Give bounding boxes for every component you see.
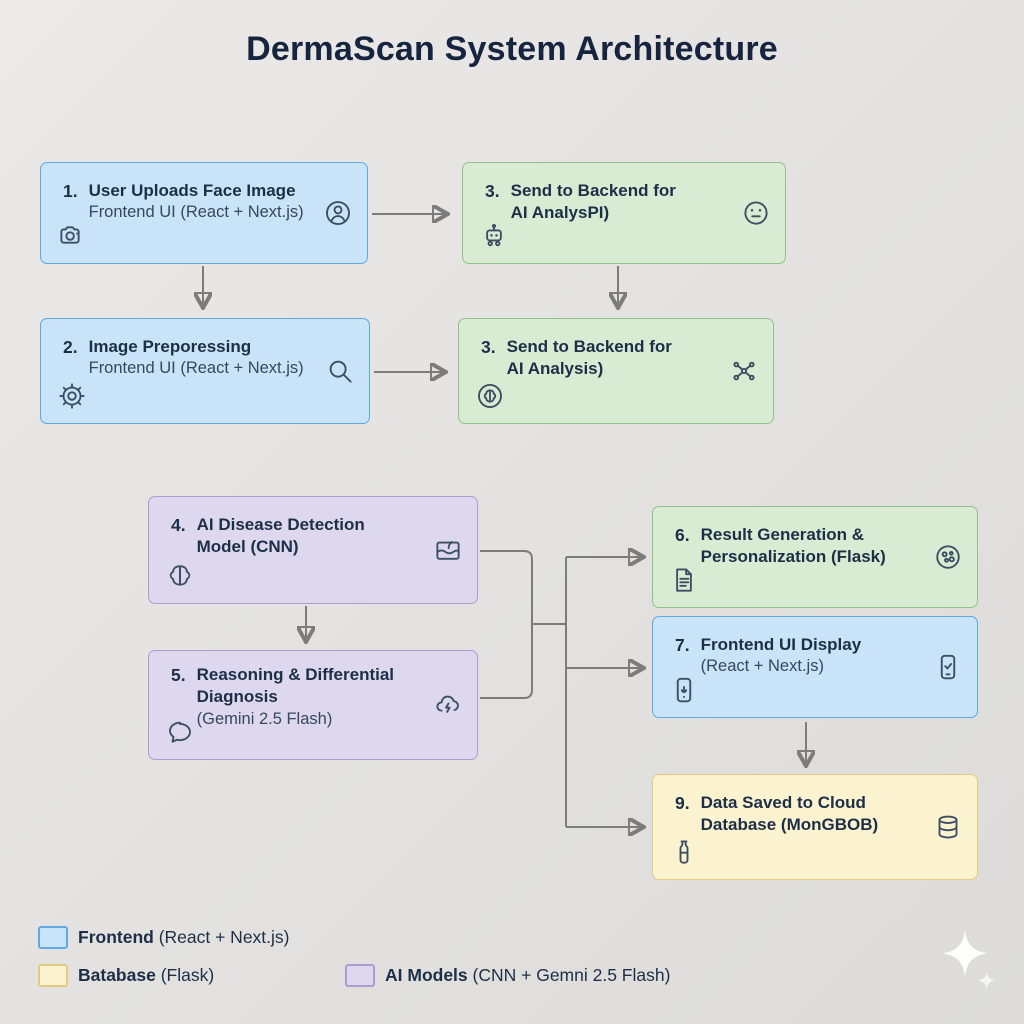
node-ai-disease-detection: 4. AI Disease Detection Model (CNN) [148,496,478,604]
node-title: AI Disease Detection [196,515,365,534]
legend-label-database: Batabase (Flask) [78,965,214,986]
node-number: 5. [171,665,186,685]
node-title: Data Saved to Cloud [700,793,866,812]
legend-swatch-database [38,964,68,987]
node-reasoning-diagnosis: 5. Reasoning & Differential Diagnosis (G… [148,650,478,760]
document-icon [669,565,699,595]
legend-database-rest: (Flask) [155,965,215,985]
legend-swatch-frontend [38,926,68,949]
node-result-generation: 6. Result Generation & Personalization (… [652,506,978,608]
bottle-icon [669,837,699,867]
skin-icon [433,535,463,565]
node-title-2: Diagnosis [196,687,278,707]
node-number: 3. [485,181,500,201]
brain-head-icon [475,381,505,411]
magnifier-icon [325,356,355,386]
node-user-uploads: 1. User Uploads Face Image Frontend UI (… [40,162,368,264]
node-title: Reasoning & Differential [196,665,395,684]
legend-ai-bold: AI Models [385,965,468,985]
node-title: Result Generation & [700,525,865,544]
chat-icon [165,717,195,747]
node-send-backend-a: 3. Send to Backend for AI AnalysPI) [462,162,786,264]
node-number: 4. [171,515,186,535]
node-subtitle: (React + Next.js) [700,657,824,676]
node-frontend-display: 7. Frontend UI Display (React + Next.js) [652,616,978,718]
database-icon [933,812,963,842]
node-number: 6. [675,525,690,545]
legend-database-bold: Batabase [78,965,156,985]
node-subtitle: Frontend UI (React + Next.js) [88,203,304,222]
legend-label-ai-models: AI Models (CNN + Gemni 2.5 Flash) [385,965,670,986]
phone-mic-icon [669,675,699,705]
node-number: 2. [63,337,78,357]
robot-icon [479,221,509,251]
camera-icon [57,221,87,251]
node-title-2: AI AnalysPI) [510,203,610,223]
node-send-backend-b: 3. Send to Backend for AI Analysis) [458,318,774,424]
legend-frontend-bold: Frontend [78,927,154,947]
legend-frontend-rest: (React + Next.js) [153,927,290,947]
cloud-bolt-icon [433,690,463,720]
legend-label-frontend: Frontend (React + Next.js) [78,927,290,948]
node-title-2: Database (MonGBOB) [700,815,879,835]
node-number: 9. [675,793,690,813]
node-title-2: AI Analysis) [506,359,604,379]
node-title: Send to Backend for [506,337,672,356]
face-icon [741,198,771,228]
user-icon [323,198,353,228]
gear-icon [57,381,87,411]
node-title: Send to Backend for [510,181,676,200]
brain-icon [165,561,195,591]
node-title: Image Preporessing [88,337,252,356]
cells-icon [933,542,963,572]
phone-check-icon [933,652,963,682]
sparkle-icon [925,920,1005,1005]
page-title: DermaScan System Architecture [246,30,778,68]
node-subtitle: Frontend UI (React + Next.js) [88,359,304,378]
legend-swatch-ai-models [345,964,375,987]
node-title: Frontend UI Display [700,635,862,654]
node-number: 3. [481,337,496,357]
node-image-preprocessing: 2. Image Preporessing Frontend UI (React… [40,318,370,424]
node-title-2: Personalization (Flask) [700,547,886,567]
network-icon [729,356,759,386]
node-title-2: Model (CNN) [196,537,299,557]
node-subtitle: (Gemini 2.5 Flash) [196,709,333,728]
node-number: 1. [63,181,78,201]
legend-ai-rest: (CNN + Gemni 2.5 Flash) [467,965,671,985]
node-number: 7. [675,635,690,655]
node-data-saved-cloud: 9. Data Saved to Cloud Database (MonGBOB… [652,774,978,880]
node-title: User Uploads Face Image [88,181,296,200]
